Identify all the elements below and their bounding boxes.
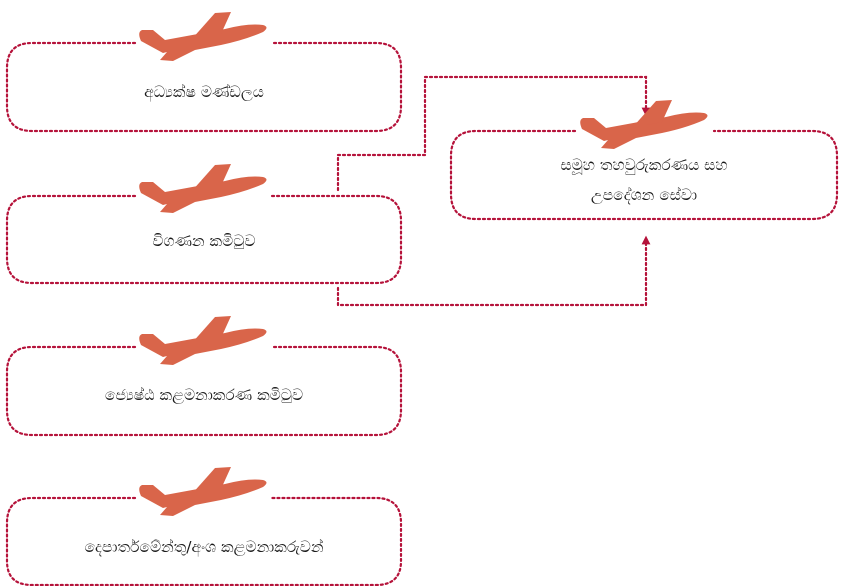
box-label: ජ්‍යෙෂ්ඨ කළමනාකරණ කමිටුව — [105, 386, 303, 405]
box-border — [5, 194, 403, 285]
box-border — [5, 345, 403, 437]
box-board-of-directors: අධ්‍යක්ෂ මණ්ඩලය — [5, 12, 403, 133]
connector-audit-to-group-bottom — [336, 235, 651, 307]
airplane-icon — [139, 316, 267, 365]
connector-audit-to-group-top — [336, 75, 651, 192]
box-border — [5, 41, 403, 133]
box-senior-management-committee: ජ්‍යෙෂ්ඨ කළමනාකරණ කමිටුව — [5, 316, 403, 437]
airplane-icon — [139, 164, 267, 213]
airplane-icon — [139, 12, 267, 61]
box-label-line-1: සමූහ තහවුරුකරණය සහ — [560, 156, 727, 175]
box-label-line-2: උපදේශන සේවා — [591, 186, 697, 205]
box-group-assurance-advisory-services: සමූහ තහවුරුකරණය සහ උපදේශන සේවා — [449, 100, 839, 221]
box-department-division-managers: දෙපාර්තමේන්තු/අංශ කළමනාකරුවන් — [5, 467, 403, 586]
box-audit-committee: විගණන කමිටුව — [5, 164, 403, 285]
box-border — [449, 129, 839, 221]
airplane-icon — [139, 467, 267, 516]
box-label: අධ්‍යක්ෂ මණ්ඩලය — [144, 83, 264, 102]
box-border — [5, 496, 403, 586]
box-label: විගණන කමිටුව — [152, 232, 255, 250]
airplane-icon — [580, 100, 708, 149]
box-label: දෙපාර්තමේන්තු/අංශ කළමනාකරුවන් — [84, 538, 323, 557]
